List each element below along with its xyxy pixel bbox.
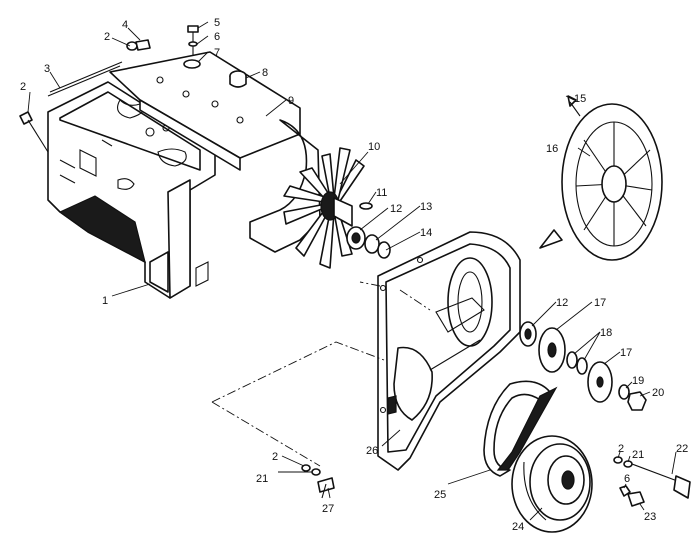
v-belt <box>483 380 558 477</box>
callout-2-right: 2 <box>618 443 624 455</box>
callout-9: 9 <box>288 95 294 107</box>
callout-6-top: 6 <box>214 31 220 43</box>
callout-22: 22 <box>676 443 688 455</box>
callout-8: 8 <box>262 67 268 79</box>
callout-7: 7 <box>214 47 220 59</box>
callout-25: 25 <box>434 489 446 501</box>
callout-18: 18 <box>600 327 612 339</box>
callout-26: 26 <box>366 445 378 457</box>
callout-19: 19 <box>632 375 644 387</box>
leader-lines <box>27 21 677 521</box>
alignment-lines <box>211 281 431 467</box>
callout-17-upper: 17 <box>594 297 606 309</box>
callout-10: 10 <box>368 141 380 153</box>
callout-2-top: 2 <box>104 31 110 43</box>
callout-6-bottom: 6 <box>624 473 630 485</box>
callout-16: 16 <box>546 143 558 155</box>
callout-2-left: 2 <box>20 81 26 93</box>
callout-1: 1 <box>102 295 108 307</box>
callout-11: 11 <box>376 187 387 199</box>
drive-pulley <box>511 435 593 533</box>
callout-12-pulley: 12 <box>556 297 568 309</box>
callout-15: 15 <box>574 93 586 105</box>
belt-housing <box>377 231 521 471</box>
callout-3: 3 <box>44 63 50 75</box>
main-frame <box>47 81 216 299</box>
callout-4: 4 <box>122 19 128 31</box>
callout-5: 5 <box>214 17 220 29</box>
top-cover <box>109 51 321 253</box>
callout-2-bottom: 2 <box>272 451 278 463</box>
callout-labels: 1 2 3 4 5 6 7 8 9 10 11 12 13 14 15 16 1… <box>20 17 688 533</box>
callout-27: 27 <box>322 503 334 515</box>
callout-24: 24 <box>512 521 524 533</box>
rod <box>47 61 123 97</box>
fan-shroud <box>539 103 663 261</box>
callout-21-right: 21 <box>632 449 644 461</box>
callout-23: 23 <box>644 511 656 523</box>
hardware <box>19 25 691 507</box>
callout-21-bottom: 21 <box>256 473 268 485</box>
callout-14: 14 <box>420 227 432 239</box>
callout-13: 13 <box>420 201 432 213</box>
pulley-stack <box>519 321 647 411</box>
fan <box>283 147 365 269</box>
callout-12-shaft: 12 <box>390 203 402 215</box>
callout-20: 20 <box>652 387 664 399</box>
shaft-parts <box>346 202 391 259</box>
callout-17-lower: 17 <box>620 347 632 359</box>
